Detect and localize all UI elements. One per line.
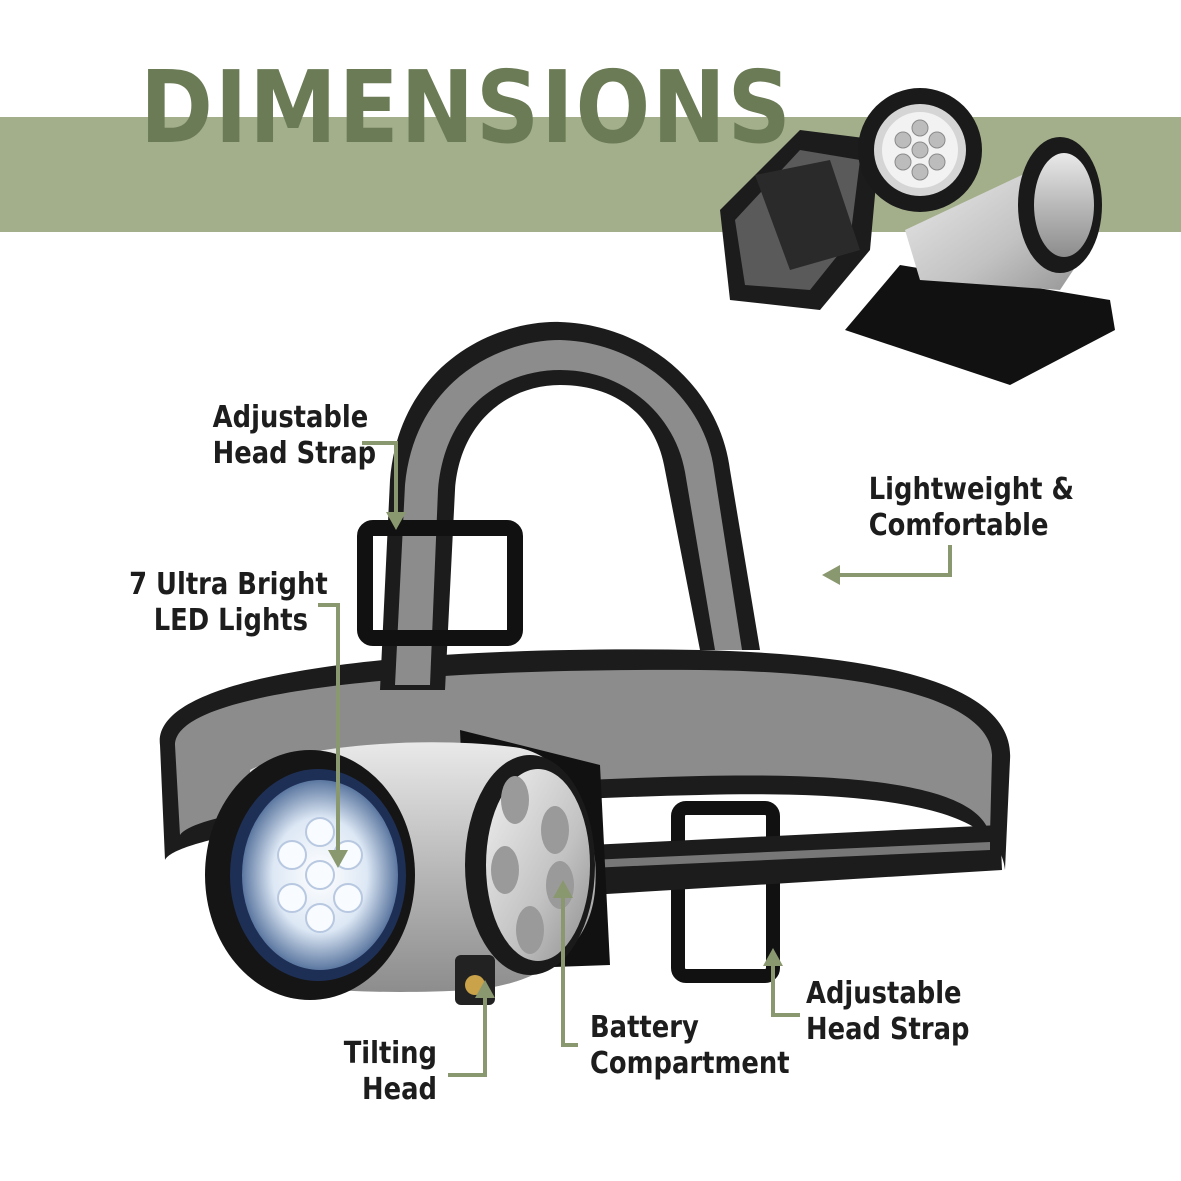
- callout-line1: Adjustable: [806, 976, 962, 1011]
- arrowhead-tilting: [475, 980, 495, 998]
- callout-line2: LED Lights: [153, 603, 308, 638]
- page-title: DIMENSIONS: [140, 49, 793, 166]
- callout-line-battery: [561, 890, 578, 1047]
- callout-line2: Head Strap: [806, 1012, 970, 1047]
- callout-line-head-strap-top: [362, 441, 398, 520]
- callout-line-head-strap-bottom: [771, 958, 800, 1017]
- arrowhead-head-strap-bottom: [763, 948, 783, 966]
- callout-line-led-lights: [318, 603, 340, 858]
- callout-adjustable-head-strap-bottom: Adjustable Head Strap: [806, 976, 970, 1048]
- callout-tilting-head: Tilting Head: [319, 1036, 437, 1108]
- inset-headlamp-image: [720, 88, 1115, 385]
- callout-line1: Lightweight &: [868, 472, 1074, 507]
- callout-line1: Adjustable: [212, 400, 369, 435]
- callout-line1: Battery: [590, 1010, 699, 1045]
- callout-adjustable-head-strap-top: Adjustable Head Strap: [212, 400, 377, 472]
- arrowhead-battery: [553, 880, 573, 898]
- callout-line2: Compartment: [590, 1046, 790, 1081]
- callout-line1: Tilting: [343, 1036, 437, 1071]
- callout-line2: Head Strap: [212, 436, 377, 471]
- callout-led-lights: 7 Ultra Bright LED Lights: [129, 567, 328, 639]
- callout-lines: [318, 441, 952, 1077]
- arrowhead-lightweight: [822, 565, 840, 585]
- callout-line-tilting: [448, 990, 487, 1077]
- callout-line-lightweight: [832, 545, 952, 577]
- arrowhead-head-strap-top: [386, 512, 406, 530]
- callout-line2: Comfortable: [868, 508, 1049, 543]
- callout-lightweight-comfortable: Lightweight & Comfortable: [868, 472, 1074, 544]
- arrowhead-led-lights: [328, 850, 348, 868]
- callout-line1: 7 Ultra Bright: [129, 567, 328, 602]
- main-headlamp-image: [159, 321, 1011, 1005]
- callout-line2: Head: [362, 1072, 437, 1107]
- callout-battery-compartment: Battery Compartment: [590, 1010, 790, 1082]
